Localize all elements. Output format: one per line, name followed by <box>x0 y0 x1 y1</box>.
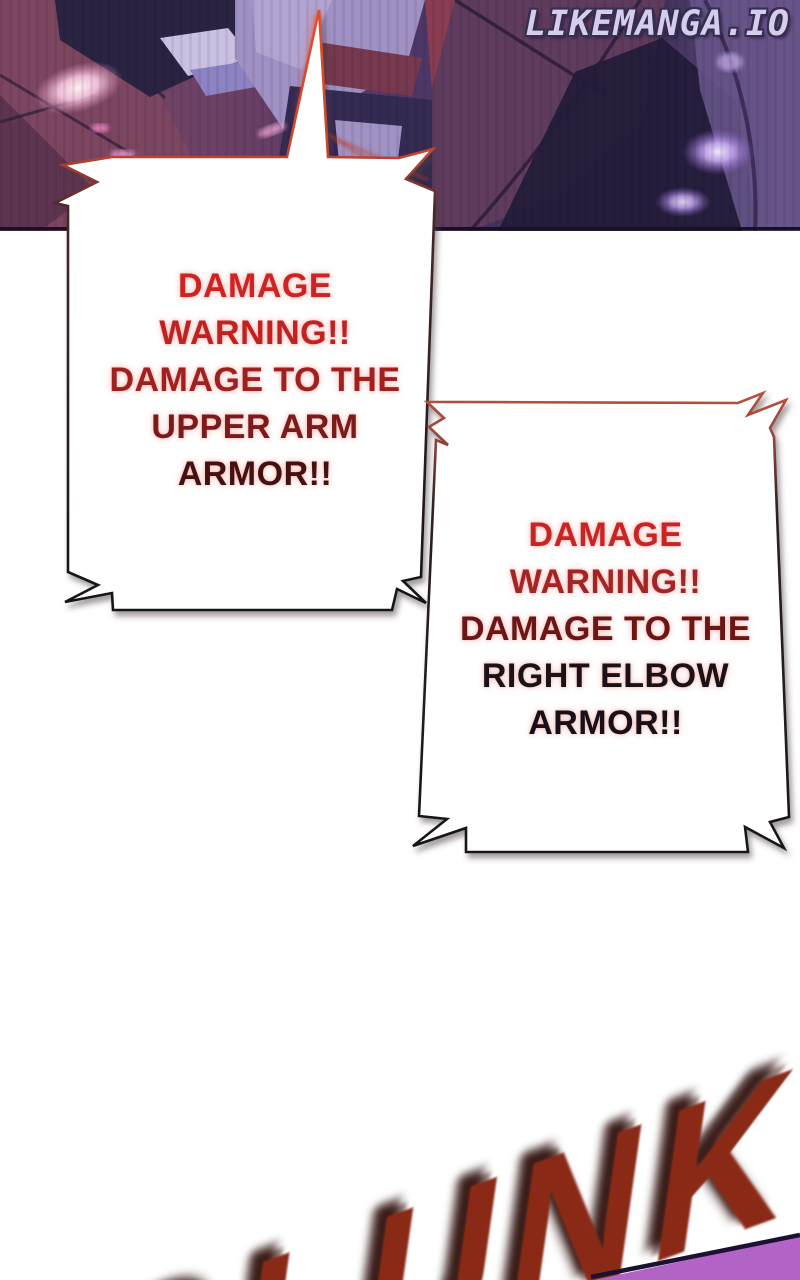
art-glint-4 <box>717 53 743 71</box>
art-glow-pink <box>33 61 123 115</box>
warning-line: WARNING!! <box>159 314 351 352</box>
art-plum-mass <box>432 0 665 231</box>
warning-line: DAMAGE <box>528 516 683 554</box>
art-right-outline <box>703 0 758 231</box>
warning-line: DAMAGE <box>177 267 333 305</box>
right-elbow-warning-text: DAMAGE WARNING!! DAMAGE TO THE RIGHT ELB… <box>428 512 783 747</box>
warning-line: DAMAGE TO THE <box>109 361 401 399</box>
art-glow-purple-1 <box>682 129 754 175</box>
art-glint-3 <box>257 123 287 137</box>
art-maroon-band <box>308 42 422 96</box>
warning-line: WARNING!! <box>509 563 702 601</box>
warning-line: UPPER ARM <box>151 408 359 446</box>
art-light-wedge-bright <box>252 0 332 70</box>
art-dark-mass <box>498 38 758 231</box>
warning-line: DAMAGE TO THE <box>459 610 752 648</box>
art-glow-purple-2 <box>655 187 711 217</box>
warning-line: RIGHT ELBOW <box>481 657 730 695</box>
site-watermark: LIKEMANGA.IO <box>525 4 790 44</box>
next-panel-border-line <box>590 1232 800 1280</box>
art-vent-highlight <box>160 28 252 76</box>
art-glint-1 <box>91 124 109 132</box>
speech-bubble-upper-arm <box>51 9 437 612</box>
art-armor-plate-dark <box>55 0 260 97</box>
speech-bubble-right-elbow <box>412 390 791 854</box>
warning-line: ARMOR!! <box>528 704 683 742</box>
warning-line: ARMOR!! <box>177 455 333 493</box>
upper-arm-warning-text: DAMAGE WARNING!! DAMAGE TO THE UPPER ARM… <box>80 263 430 498</box>
